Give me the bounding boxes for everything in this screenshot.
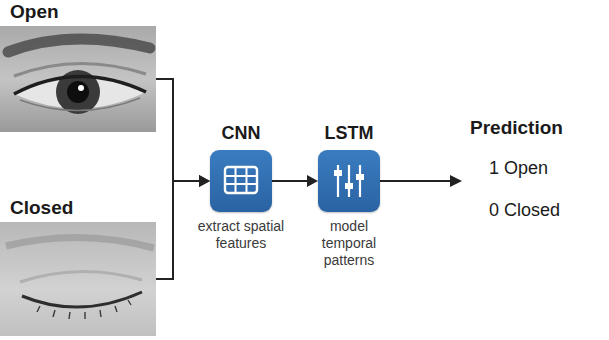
eye-image-box: Closed: [0, 222, 156, 336]
sliders-icon: [318, 150, 380, 212]
cnn-block: CNNextract spatial features: [210, 150, 272, 212]
connector: [272, 175, 318, 187]
grid-icon: [210, 150, 272, 212]
block-description: extract spatial features: [195, 218, 287, 252]
block-heading: Open: [10, 1, 59, 23]
arrowhead: [307, 175, 318, 187]
lstm-block: LSTMmodel temporal patterns: [318, 150, 380, 212]
connector-line: [156, 79, 201, 181]
block-heading: CNN: [222, 123, 261, 144]
eye-image-box: Open: [0, 26, 156, 132]
class-label: 0 Closed: [489, 200, 560, 221]
open-eye-photo: [0, 26, 156, 132]
block-heading: LSTM: [325, 123, 374, 144]
connector: [156, 79, 210, 187]
connector-line: [156, 181, 201, 279]
closed-eye-photo: [0, 222, 156, 336]
block-heading: Closed: [10, 197, 73, 219]
arrowhead: [199, 175, 210, 187]
block-description: model temporal patterns: [303, 218, 395, 269]
arrowhead: [199, 175, 210, 187]
output-heading: Prediction: [470, 117, 563, 139]
connector-line: [272, 180, 309, 182]
class-label: 1 Open: [489, 158, 548, 179]
output-arrow: [380, 175, 462, 187]
